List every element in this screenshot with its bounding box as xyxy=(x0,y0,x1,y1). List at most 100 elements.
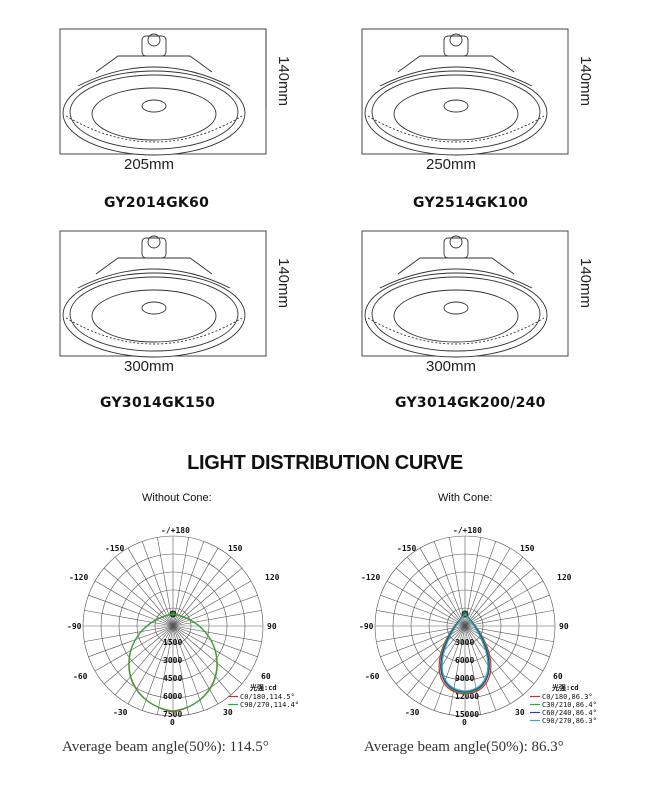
legend-item: C90/270,114.4° xyxy=(240,701,299,709)
grid-spoke xyxy=(376,625,466,642)
grid-spoke xyxy=(464,625,524,696)
grid-spoke xyxy=(114,625,174,696)
grid-spoke xyxy=(464,567,535,627)
angle-label-a60l: -60 xyxy=(73,672,88,681)
product-drawing-2 xyxy=(360,28,600,163)
angle-label-a120l: -120 xyxy=(69,573,88,582)
angle-label-a60l: -60 xyxy=(365,672,380,681)
radial-label: 6000 xyxy=(455,656,474,665)
grid-spoke xyxy=(464,541,497,627)
chart-2-beam-angle: Average beam angle(50%): 86.3° xyxy=(364,739,564,755)
grid-spoke xyxy=(172,556,232,627)
angle-label-a90l: -90 xyxy=(67,622,82,631)
product-2-height-label: 140mm xyxy=(577,56,594,107)
grid-spoke xyxy=(433,541,466,627)
angle-label-a150r: 150 xyxy=(520,544,535,553)
grid-spoke xyxy=(172,625,205,711)
grid-spoke xyxy=(157,625,174,715)
grid-spoke xyxy=(376,610,466,627)
radial-label: 4500 xyxy=(163,674,182,683)
angle-label-a30l: -30 xyxy=(405,708,420,717)
distribution-curve-2 xyxy=(128,613,218,712)
product-2-width-label: 250mm xyxy=(426,156,477,173)
grid-spoke xyxy=(464,556,524,627)
legend-title: 光强:cd xyxy=(249,683,277,692)
grid-spoke xyxy=(172,625,243,685)
grid-spoke xyxy=(449,625,466,715)
distribution-curve-4 xyxy=(441,613,489,692)
grid-spoke xyxy=(127,547,174,627)
radial-label: 9000 xyxy=(455,674,474,683)
grid-spoke xyxy=(172,541,205,627)
highbay-light-drawing-icon xyxy=(361,230,569,358)
product-drawing-1 xyxy=(58,28,298,163)
angle-label-a60r: 60 xyxy=(553,672,563,681)
grid-spoke xyxy=(419,547,466,627)
angle-label-a150l: -150 xyxy=(105,544,124,553)
highbay-light-drawing-icon xyxy=(361,28,569,156)
product-3-model: GY3014GK150 xyxy=(100,395,216,411)
legend-item: C0/180,86.3° xyxy=(542,693,593,701)
grid-spoke xyxy=(464,580,544,627)
grid-spoke xyxy=(395,625,466,685)
grid-spoke xyxy=(172,625,219,705)
polar-grid xyxy=(374,535,556,717)
grid-spoke xyxy=(464,594,550,627)
grid-spoke xyxy=(127,625,174,705)
grid-spoke xyxy=(141,625,174,711)
legend-item: C60/240,86.4° xyxy=(542,709,597,717)
radial-label: 3000 xyxy=(455,638,474,647)
radial-label: 12000 xyxy=(455,692,479,701)
grid-spoke xyxy=(172,625,189,715)
grid-spoke xyxy=(172,625,232,696)
grid-spoke xyxy=(141,541,174,627)
grid-spoke xyxy=(84,610,174,627)
product-1-height-label: 140mm xyxy=(275,56,292,107)
highbay-light-drawing-icon xyxy=(59,28,267,156)
angle-label-a120l: -120 xyxy=(361,573,380,582)
grid-spoke xyxy=(88,625,174,658)
section-title: LIGHT DISTRIBUTION CURVE xyxy=(187,452,463,474)
grid-spoke xyxy=(395,567,466,627)
angle-label-top: -/+180 xyxy=(453,526,482,535)
grid-spoke xyxy=(464,625,554,642)
product-1-width-label: 205mm xyxy=(124,156,175,173)
radial-label: 1500 xyxy=(163,638,182,647)
grid-spoke xyxy=(464,547,511,627)
legend-item: C0/180,114.5° xyxy=(240,693,295,701)
legend-item: C30/210,86.4° xyxy=(542,701,597,709)
grid-spoke xyxy=(464,625,535,685)
grid-spoke xyxy=(157,537,174,627)
angle-label-a90r: 90 xyxy=(267,622,277,631)
angle-label-a60r: 60 xyxy=(261,672,271,681)
angle-label-top: -/+180 xyxy=(161,526,190,535)
highbay-light-drawing-icon xyxy=(59,230,267,358)
distribution-curve-1 xyxy=(438,613,492,695)
grid-spoke xyxy=(172,610,262,627)
angle-label-a150l: -150 xyxy=(397,544,416,553)
product-3-width-label: 300mm xyxy=(124,358,175,375)
grid-spoke xyxy=(88,594,174,627)
product-drawing-4 xyxy=(360,230,600,365)
grid-spoke xyxy=(103,567,174,627)
chart-2-title: With Cone: xyxy=(438,492,493,504)
angle-label-a150r: 150 xyxy=(228,544,243,553)
angle-label-a120r: 120 xyxy=(265,573,280,582)
radial-label: 7500 xyxy=(163,710,182,719)
angle-label-a120r: 120 xyxy=(557,573,572,582)
distribution-curve-3 xyxy=(440,613,490,693)
product-2-model: GY2514GK100 xyxy=(413,195,529,211)
grid-spoke xyxy=(172,625,258,658)
grid-spoke xyxy=(464,610,554,627)
chart-1-title: Without Cone: xyxy=(142,492,212,504)
angle-label-bottom: 0 xyxy=(462,718,467,727)
grid-spoke xyxy=(464,537,481,627)
product-1-model: GY2014GK60 xyxy=(104,195,210,211)
product-drawing-3 xyxy=(58,230,298,365)
angle-label-a90r: 90 xyxy=(559,622,569,631)
grid-spoke xyxy=(386,580,466,627)
grid-spoke xyxy=(114,556,174,627)
polar-grid xyxy=(82,535,264,717)
